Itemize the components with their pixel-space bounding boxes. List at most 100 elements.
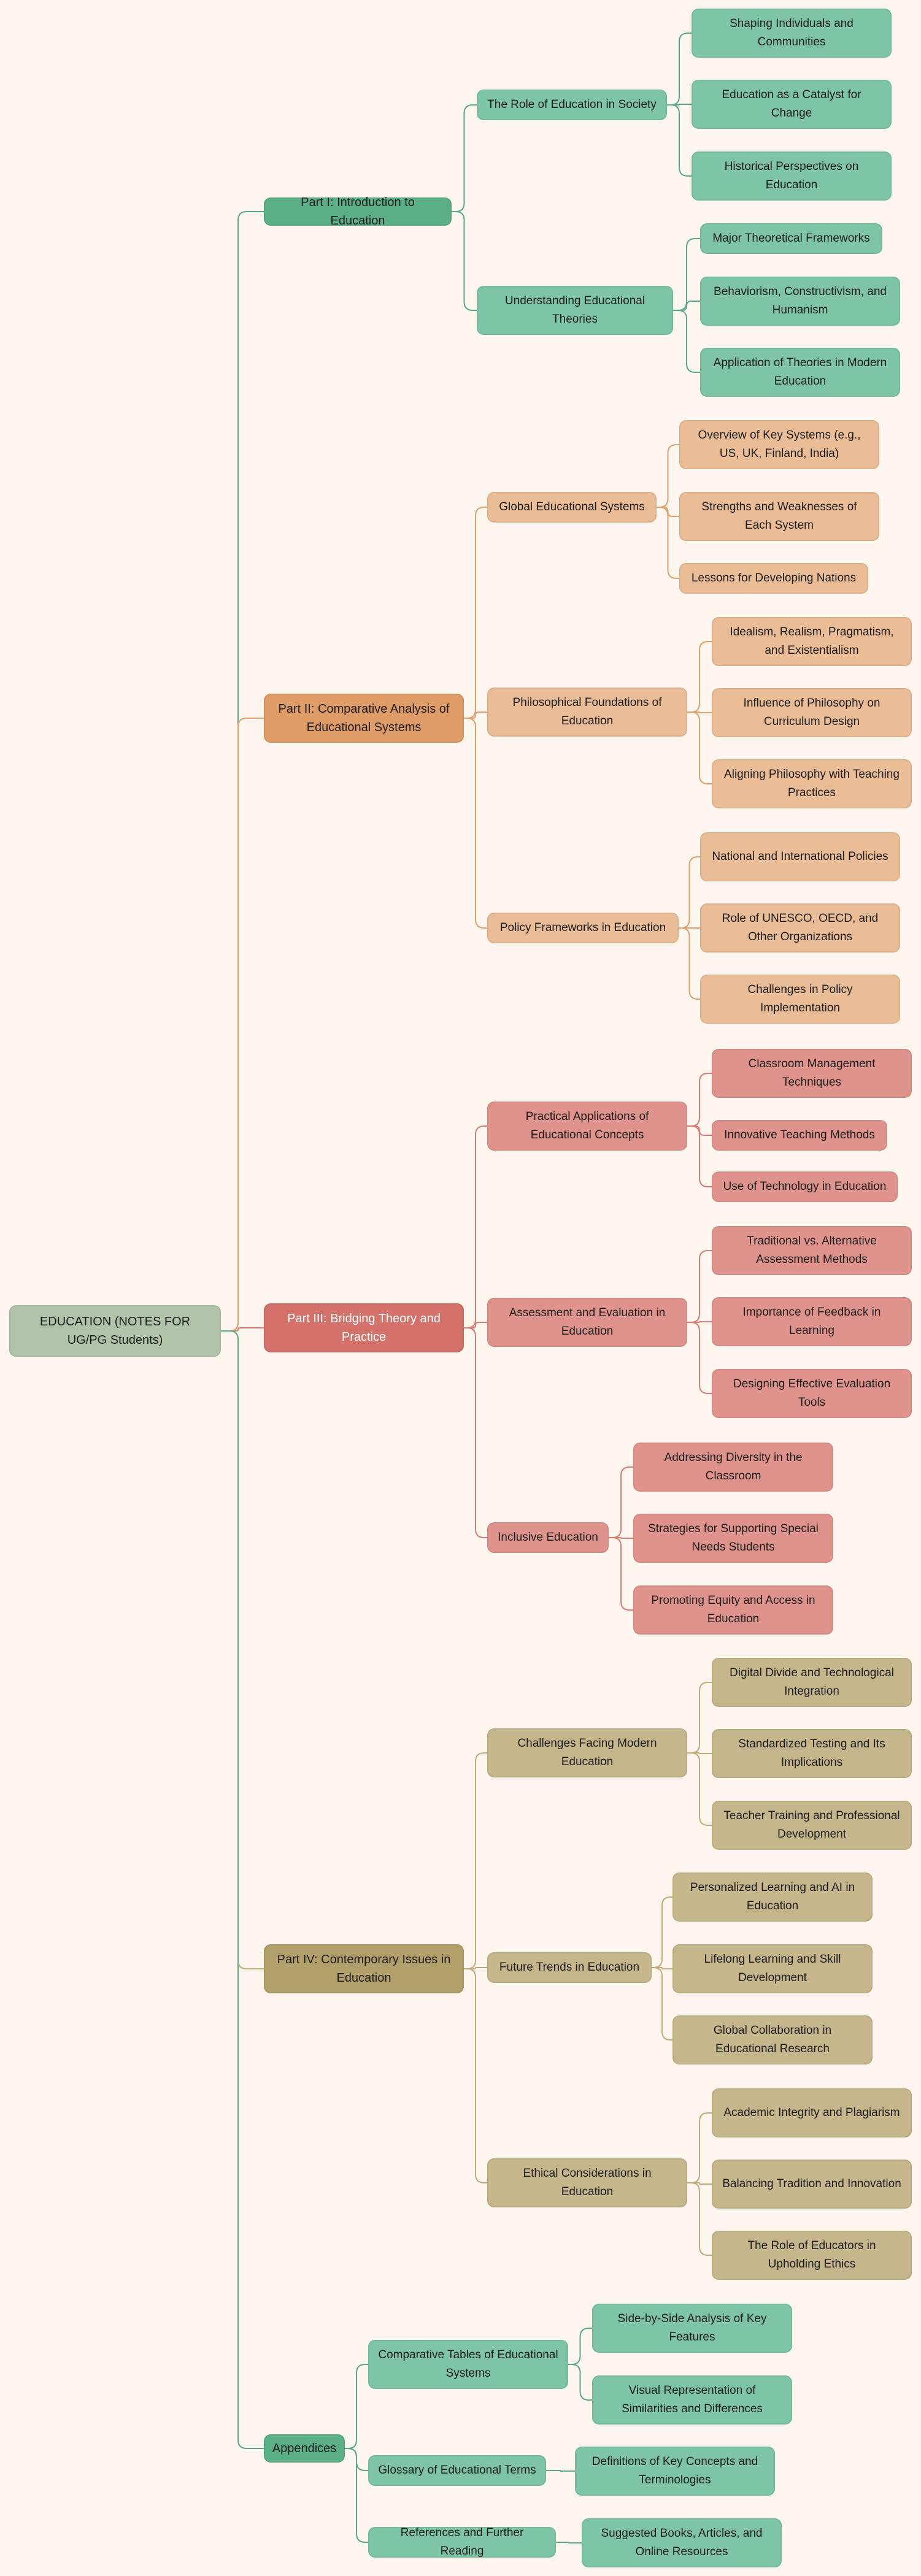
leaf-node[interactable]: Education as a Catalyst for Change [692, 80, 892, 129]
connector-line [687, 1682, 712, 1754]
leaf-node[interactable]: Balancing Tradition and Innovation [712, 2160, 912, 2209]
leaf-label: Suggested Books, Articles, and Online Re… [601, 2527, 763, 2558]
leaf-node[interactable]: National and International Policies [700, 832, 900, 881]
part-label: Part IV: Contemporary Issues in Educatio… [277, 1953, 451, 1985]
topic-node[interactable]: Inclusive Education [487, 1522, 609, 1553]
leaf-label: Use of Technology in Education [723, 1180, 887, 1193]
leaf-node[interactable]: Academic Integrity and Plagiarism [712, 2088, 912, 2137]
leaf-label: Academic Integrity and Plagiarism [723, 2106, 900, 2119]
leaf-node[interactable]: Influence of Philosophy on Curriculum De… [712, 688, 912, 737]
leaf-label: Visual Representation of Similarities an… [622, 2384, 763, 2415]
connector-line [221, 1327, 264, 1332]
topic-node[interactable]: Philosophical Foundations of Education [487, 688, 687, 737]
leaf-label: The Role of Educators in Upholding Ethic… [747, 2239, 876, 2271]
connector-line [609, 1537, 633, 1611]
leaf-node[interactable]: Addressing Diversity in the Classroom [633, 1443, 833, 1492]
leaf-label: Lifelong Learning and Skill Development [704, 1953, 841, 1984]
leaf-node[interactable]: Traditional vs. Alternative Assessment M… [712, 1226, 912, 1275]
leaf-node[interactable]: Overview of Key Systems (e.g., US, UK, F… [679, 420, 879, 469]
connector-line [687, 1073, 712, 1127]
leaf-label: Idealism, Realism, Pragmatism, and Exist… [730, 626, 894, 657]
leaf-node[interactable]: Promoting Equity and Access in Education [633, 1585, 833, 1635]
leaf-node[interactable]: Teacher Training and Professional Develo… [712, 1801, 912, 1850]
topic-node[interactable]: Comparative Tables of Educational System… [368, 2340, 568, 2389]
leaf-node[interactable]: Use of Technology in Education [712, 1171, 898, 1202]
connector-line [464, 718, 487, 929]
leaf-node[interactable]: Idealism, Realism, Pragmatism, and Exist… [712, 617, 912, 666]
leaf-label: Balancing Tradition and Innovation [722, 2177, 901, 2190]
leaf-node[interactable]: Lifelong Learning and Skill Development [672, 1944, 873, 1993]
connector-line [556, 2542, 582, 2543]
leaf-node[interactable]: Classroom Management Techniques [712, 1049, 912, 1098]
connector-line [687, 2182, 712, 2256]
leaf-label: Strengths and Weaknesses of Each System [701, 500, 857, 532]
leaf-node[interactable]: Major Theoretical Frameworks [700, 223, 882, 254]
connector-line [687, 1322, 712, 1394]
leaf-label: Designing Effective Evaluation Tools [733, 1378, 891, 1409]
leaf-node[interactable]: Designing Effective Evaluation Tools [712, 1369, 912, 1418]
topic-node[interactable]: Practical Applications of Educational Co… [487, 1102, 687, 1151]
topic-node[interactable]: Assessment and Evaluation in Education [487, 1298, 687, 1347]
connector-line [667, 104, 692, 105]
leaf-node[interactable]: Application of Theories in Modern Educat… [700, 348, 900, 397]
leaf-label: Standardized Testing and Its Implication… [738, 1738, 885, 1769]
leaf-node[interactable]: Definitions of Key Concepts and Terminol… [575, 2447, 775, 2496]
leaf-node[interactable]: Side-by-Side Analysis of Key Features [592, 2304, 792, 2353]
part-node[interactable]: Part II: Comparative Analysis of Educati… [264, 694, 464, 743]
leaf-node[interactable]: Digital Divide and Technological Integra… [712, 1658, 912, 1707]
topic-node[interactable]: Challenges Facing Modern Education [487, 1728, 687, 1777]
leaf-node[interactable]: The Role of Educators in Upholding Ethic… [712, 2231, 912, 2280]
leaf-node[interactable]: Lessons for Developing Nations [679, 563, 868, 594]
topic-node[interactable]: Glossary of Educational Terms [368, 2455, 546, 2486]
leaf-node[interactable]: Suggested Books, Articles, and Online Re… [582, 2518, 782, 2567]
part-node[interactable]: Part IV: Contemporary Issues in Educatio… [264, 1944, 464, 1993]
part-node[interactable]: Part III: Bridging Theory and Practice [264, 1303, 464, 1352]
connector-line [679, 856, 700, 929]
topic-node[interactable]: Understanding Educational Theories [477, 286, 673, 335]
topic-node[interactable]: Future Trends in Education [487, 1952, 652, 1983]
connector-line [464, 1967, 487, 1969]
topic-label: Glossary of Educational Terms [378, 2464, 536, 2477]
connector-line [673, 238, 700, 311]
leaf-node[interactable]: Strengths and Weaknesses of Each System [679, 492, 879, 541]
leaf-node[interactable]: Strategies for Supporting Special Needs … [633, 1514, 833, 1563]
topic-node[interactable]: References and Further Reading [368, 2526, 556, 2558]
connector-line [687, 2182, 712, 2185]
part-label: Appendices [272, 2442, 337, 2455]
root-node[interactable]: EDUCATION (NOTES FOR UG/PG Students) [9, 1305, 221, 1357]
topic-label: Comparative Tables of Educational System… [378, 2348, 558, 2380]
topic-label: Understanding Educational Theories [504, 294, 645, 326]
connector-line [652, 1967, 672, 2041]
leaf-label: Lessons for Developing Nations [691, 572, 857, 585]
topic-node[interactable]: The Role of Education in Society [477, 90, 667, 120]
topic-node[interactable]: Ethical Considerations in Education [487, 2158, 687, 2207]
leaf-node[interactable]: Innovative Teaching Methods [712, 1120, 887, 1151]
topic-label: Assessment and Evaluation in Education [509, 1306, 666, 1338]
leaf-node[interactable]: Challenges in Policy Implementation [700, 975, 900, 1024]
leaf-label: Traditional vs. Alternative Assessment M… [747, 1235, 877, 1266]
part-label: Part II: Comparative Analysis of Educati… [278, 702, 450, 734]
topic-node[interactable]: Policy Frameworks in Education [487, 913, 679, 943]
part-node[interactable]: Appendices [264, 2434, 345, 2463]
leaf-label: Behaviorism, Constructivism, and Humanis… [714, 285, 887, 316]
leaf-label: Influence of Philosophy on Curriculum De… [743, 697, 881, 728]
leaf-node[interactable]: Historical Perspectives on Education [692, 151, 892, 201]
leaf-node[interactable]: Aligning Philosophy with Teaching Practi… [712, 759, 912, 808]
leaf-node[interactable]: Global Collaboration in Educational Rese… [672, 2015, 873, 2064]
leaf-node[interactable]: Standardized Testing and Its Implication… [712, 1729, 912, 1778]
topic-label: Philosophical Foundations of Education [512, 696, 662, 727]
leaf-node[interactable]: Personalized Learning and AI in Educatio… [672, 1873, 873, 1922]
connector-line [464, 1327, 487, 1538]
leaf-node[interactable]: Importance of Feedback in Learning [712, 1297, 912, 1346]
leaf-node[interactable]: Behaviorism, Constructivism, and Humanis… [700, 277, 900, 326]
leaf-node[interactable]: Role of UNESCO, OECD, and Other Organiza… [700, 903, 900, 953]
leaf-label: Shaping Individuals and Communities [730, 17, 854, 48]
leaf-node[interactable]: Visual Representation of Similarities an… [592, 2375, 792, 2425]
topic-label: Future Trends in Education [499, 1961, 640, 1974]
connector-line [345, 2448, 368, 2543]
topic-node[interactable]: Global Educational Systems [487, 492, 657, 523]
leaf-label: Role of UNESCO, OECD, and Other Organiza… [722, 912, 879, 943]
leaf-node[interactable]: Shaping Individuals and Communities [692, 9, 892, 58]
part-node[interactable]: Part I: Introduction to Education [264, 196, 452, 228]
